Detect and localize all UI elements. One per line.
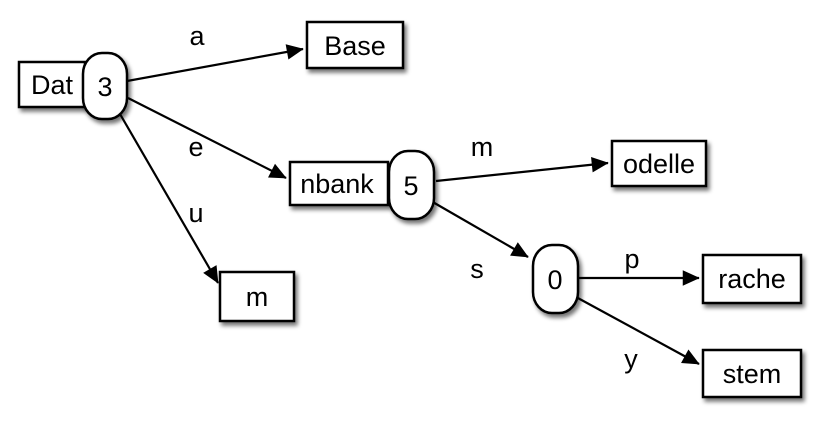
edge-label-m: m xyxy=(471,132,494,162)
edge-label-a: a xyxy=(189,21,205,51)
edge-label-s: s xyxy=(470,254,484,284)
edge-n3-nbank xyxy=(127,97,287,179)
node-m-label: m xyxy=(246,282,269,312)
node-count-3-label: 3 xyxy=(97,72,112,102)
node-rache: rache xyxy=(701,253,803,305)
edge-label-u: u xyxy=(188,198,203,228)
edge-n5-n0 xyxy=(430,200,529,258)
edges xyxy=(119,44,700,365)
node-dat-label: Dat xyxy=(31,70,74,100)
node-count-5-label: 5 xyxy=(403,171,418,201)
node-stem-label: stem xyxy=(723,359,782,389)
edge-n3-m xyxy=(119,113,219,284)
edge-label-e: e xyxy=(188,132,203,162)
node-nbank: nbank xyxy=(288,160,390,207)
node-base-label: Base xyxy=(324,31,386,61)
edge-label-y: y xyxy=(624,344,638,374)
node-count-0: 0 xyxy=(531,243,580,315)
edge-n3-base xyxy=(126,44,304,83)
edge-n0-stem xyxy=(575,296,700,365)
node-odelle-label: odelle xyxy=(623,149,695,179)
node-count-5: 5 xyxy=(387,149,436,221)
edge-labels: a e u m s p y xyxy=(188,21,639,374)
node-base: Base xyxy=(305,20,405,70)
edge-n5-odelle xyxy=(435,157,609,183)
node-odelle: odelle xyxy=(610,139,708,188)
nodes: Dat Base nbank m odelle rache xyxy=(17,20,803,399)
node-dat: Dat xyxy=(17,60,87,109)
node-stem: stem xyxy=(701,348,803,399)
edge-label-p: p xyxy=(624,244,639,274)
node-count-0-label: 0 xyxy=(547,265,562,295)
node-rache-label: rache xyxy=(718,264,786,294)
node-m: m xyxy=(218,270,296,323)
node-count-3: 3 xyxy=(81,51,129,121)
node-nbank-label: nbank xyxy=(300,169,374,199)
